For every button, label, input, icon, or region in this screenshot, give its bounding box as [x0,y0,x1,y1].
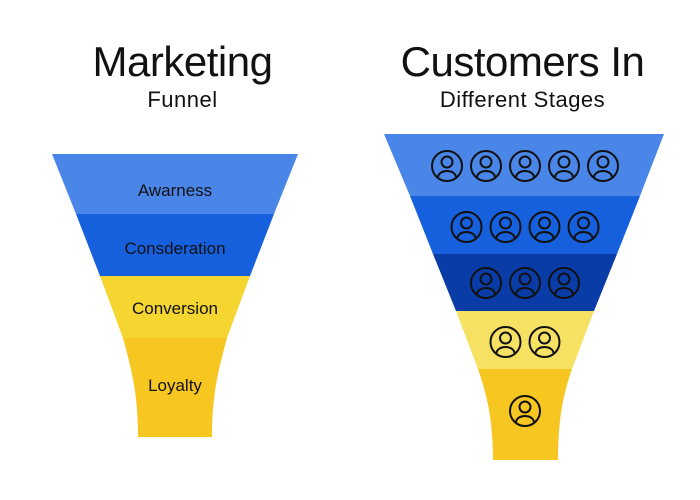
customers-stages-heading: Customers In Different Stages [385,38,660,114]
funnel-stage-loyalty [123,338,227,437]
customer-stage-3 [433,254,617,311]
stage-label-loyalty: Loyalty [148,376,202,395]
user-circle-icon [548,267,580,299]
funnel-stage-consideration [76,214,274,276]
user-circle-icon [470,150,502,182]
customers-stages-subtitle: Different Stages [439,87,606,112]
stage-label-consideration: Consderation [124,239,225,258]
user-circle-icon [509,150,541,182]
marketing-funnel: Awarness Consderation Conversion Loyalty [52,154,298,437]
user-circle-icon [509,267,541,299]
customers-funnel [384,134,664,460]
marketing-funnel-heading: Marketing Funnel [70,38,295,114]
stage-label-awareness: Awarness [138,181,212,200]
marketing-funnel-title: Marketing [92,38,273,85]
user-circle-icon [587,150,619,182]
user-circle-icon [470,267,502,299]
customer-stage-5 [478,369,572,460]
user-circle-icon [450,211,483,243]
funnel-stage-conversion [100,276,250,338]
user-circle-icon [489,326,522,358]
user-circle-icon [567,211,600,243]
user-circle-icon [528,211,561,243]
user-circle-icon [548,150,580,182]
user-circle-icon [509,395,541,427]
funnel-stage-awareness [52,154,298,214]
marketing-funnel-subtitle: Funnel [147,87,218,112]
customer-stage-1 [384,134,664,196]
customer-stage-4 [456,311,594,369]
user-circle-icon [489,211,522,243]
customer-stage-2 [410,196,640,254]
customer-icons-group [431,150,619,427]
user-circle-icon [431,150,463,182]
user-circle-icon [528,326,561,358]
customers-stages-title: Customers In [400,38,645,85]
stage-label-conversion: Conversion [132,299,218,318]
